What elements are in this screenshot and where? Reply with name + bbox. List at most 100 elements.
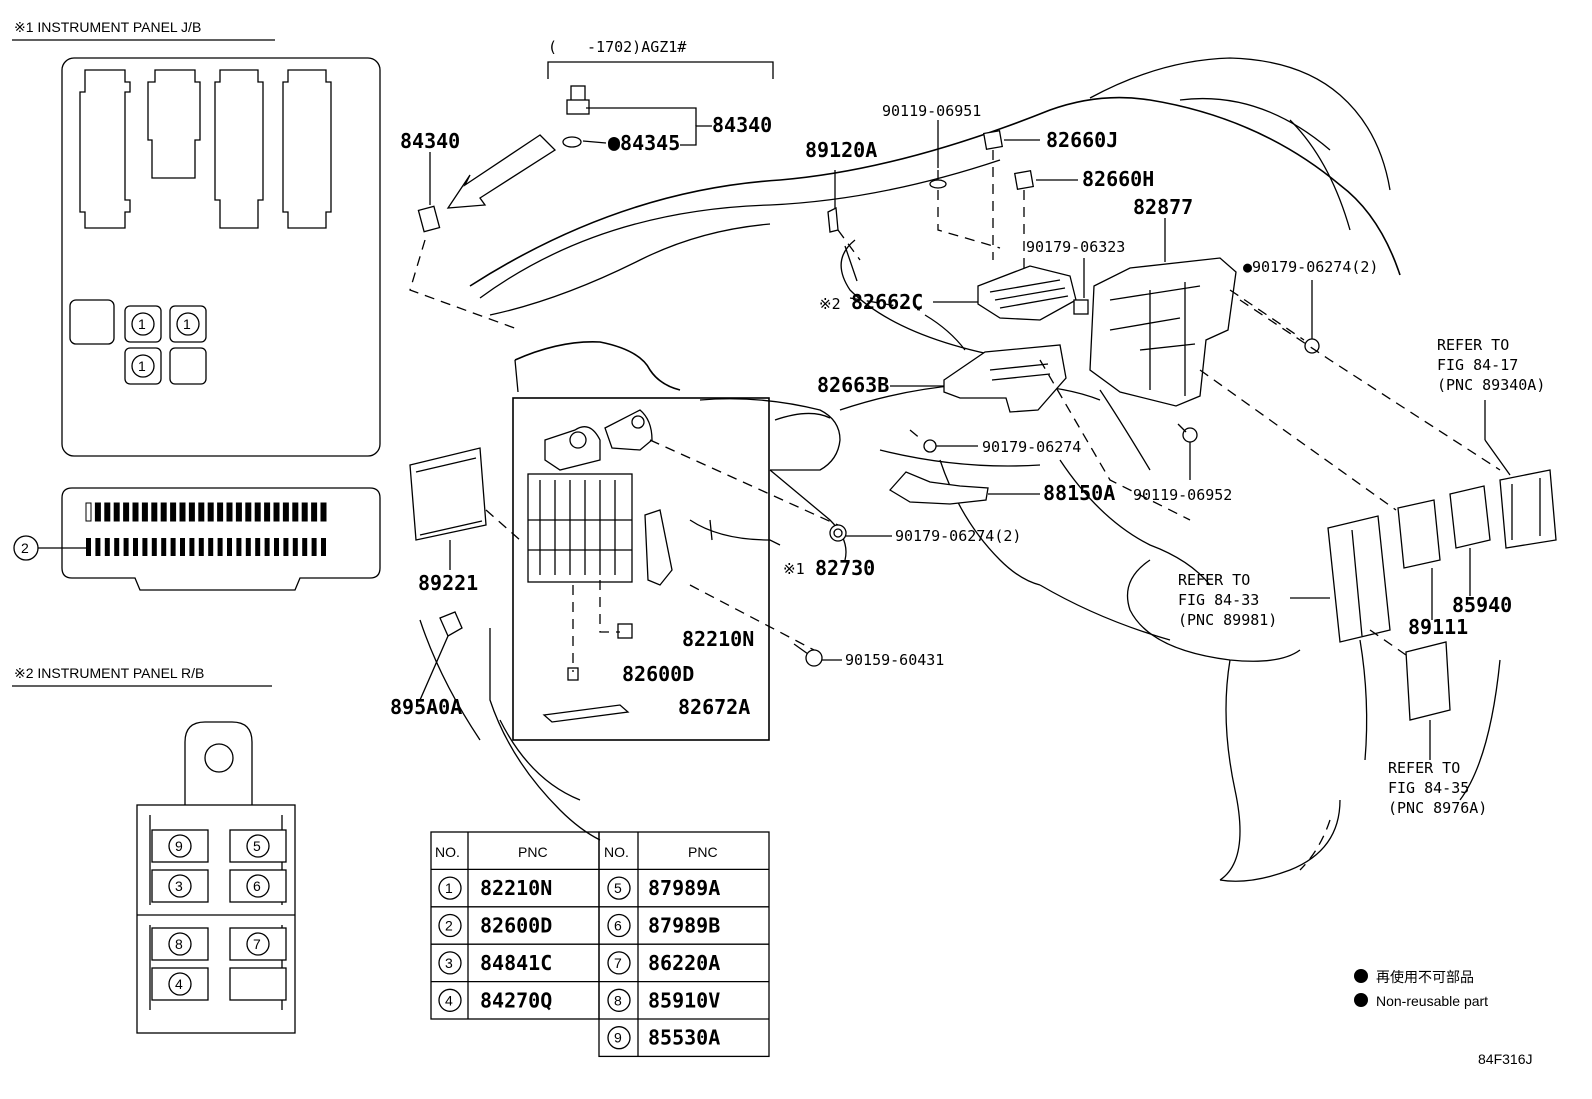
label-82600D: 82600D xyxy=(622,662,694,686)
svg-text:REFER TO: REFER TO xyxy=(1178,571,1250,589)
table-row-number-circle xyxy=(438,951,462,975)
jb-connector-pins xyxy=(85,502,327,556)
table-row-pnc: 82600D xyxy=(480,914,552,938)
table-row-number: 3 xyxy=(445,955,453,971)
rb-inset-title: ※2 INSTRUMENT PANEL R/B xyxy=(14,665,204,681)
part-82660H-clip xyxy=(1013,169,1035,191)
figure-id: 84F316J xyxy=(1478,1051,1532,1067)
label-82210N: 82210N xyxy=(682,627,754,651)
refer-fig-84-33: REFER TO FIG 84-33 (PNC 89981) xyxy=(1178,571,1277,629)
table-row-pnc: 84270Q xyxy=(480,988,552,1012)
label-90119-06952: 90119-06952 xyxy=(1133,486,1232,504)
rb-slot-number-circle xyxy=(168,834,192,858)
label-85940: 85940 xyxy=(1452,593,1512,617)
label-82663B: 82663B xyxy=(817,373,889,397)
mark-2: ※2 xyxy=(819,295,841,313)
part-85940-module xyxy=(1449,485,1491,549)
table-row-number: 2 xyxy=(445,918,453,934)
table-row-pnc: 85910V xyxy=(648,988,720,1012)
jb-exploded-frame xyxy=(512,397,770,741)
rb-slot-number: 7 xyxy=(253,936,261,952)
table-row-number-circle xyxy=(438,876,462,900)
svg-text:(PNC 8976A): (PNC 8976A) xyxy=(1388,799,1487,817)
part-89120A-clip xyxy=(827,206,839,233)
table-row-number-circle xyxy=(438,988,462,1012)
rb-slot-number-circle xyxy=(246,874,270,898)
label-82877: 82877 xyxy=(1133,195,1193,219)
rb-slot-number: 6 xyxy=(253,878,261,894)
serial-range-note: ( -1702)AGZ1# xyxy=(548,38,686,56)
label-84340-top: 84340 xyxy=(712,113,772,137)
part-82662C-block xyxy=(977,265,1077,321)
table-row-pnc: 86220A xyxy=(648,951,720,975)
rb-slot-number: 3 xyxy=(175,878,183,894)
detail-arrow xyxy=(446,134,557,209)
rb-slot-empty xyxy=(229,967,287,1001)
table-row-number-circle xyxy=(438,913,462,938)
label-895A0A: 895A0A xyxy=(390,695,462,719)
part-90119-06952-bolt xyxy=(1177,423,1198,443)
label-90179-06274-2: 90179-06274(2) xyxy=(895,527,1021,545)
table-row-pnc: 87989B xyxy=(648,914,720,938)
table-row-number-circle xyxy=(607,988,631,1012)
table-row-number-circle xyxy=(607,876,631,900)
part-84340-switch xyxy=(417,205,441,233)
label-82660J: 82660J xyxy=(1046,128,1118,152)
table-row-pnc: 84841C xyxy=(480,951,552,975)
legend: 再使用不可部品 Non-reusable part xyxy=(1354,969,1488,1009)
rb-slot-number-circle xyxy=(168,874,192,898)
refer-fig-84-35: REFER TO FIG 84-35 (PNC 8976A) xyxy=(1388,759,1487,817)
non-reusable-dot-icon xyxy=(1354,993,1368,1007)
label-88150A: 88150A xyxy=(1043,481,1115,505)
label-90159-60431: 90159-60431 xyxy=(845,651,944,669)
svg-text:FIG 84-17: FIG 84-17 xyxy=(1437,356,1518,374)
rb-slot-number: 8 xyxy=(175,936,183,952)
svg-text:(PNC 89340A): (PNC 89340A) xyxy=(1437,376,1545,394)
part-89981-module xyxy=(1327,515,1391,643)
jb-relay-sockets: 1 1 1 xyxy=(69,299,207,385)
table-row-number: 4 xyxy=(445,992,453,1008)
rb-slot-number-circle xyxy=(168,932,192,956)
part-90179-06274-nut-bottom xyxy=(829,524,847,542)
mark-1: ※1 xyxy=(783,560,805,578)
part-89340A-module xyxy=(1499,469,1557,549)
table-row-number: 8 xyxy=(614,992,622,1008)
label-82660H: 82660H xyxy=(1082,167,1154,191)
label-89111: 89111 xyxy=(1408,615,1468,639)
label-90179-06274-2-top: ●90179-06274(2) xyxy=(1243,258,1378,276)
label-90119-06951: 90119-06951 xyxy=(882,102,981,120)
table-row-number: 5 xyxy=(614,880,622,896)
dashboard-outline xyxy=(419,57,1501,882)
svg-text:REFER TO: REFER TO xyxy=(1388,759,1460,777)
table-row-number: 1 xyxy=(445,880,453,896)
label-84340-left: 84340 xyxy=(400,129,460,153)
rb-slot-number: 9 xyxy=(175,838,183,854)
svg-text:1: 1 xyxy=(138,316,146,332)
svg-text:(PNC 89981): (PNC 89981) xyxy=(1178,611,1277,629)
rb-slot-number-circle xyxy=(168,972,192,996)
table-row-number-circle xyxy=(607,913,631,938)
rb-slot-number-circle xyxy=(246,932,270,956)
part-82877-bracket xyxy=(1089,257,1237,407)
svg-text:1: 1 xyxy=(183,316,191,332)
part-90179-06274-nut-mid xyxy=(923,439,937,453)
table-row-number-circle xyxy=(607,1026,631,1050)
label-82662C: 82662C xyxy=(851,290,923,314)
rb-slot-number: 5 xyxy=(253,838,261,854)
label-82672A: 82672A xyxy=(678,695,750,719)
legend-en: Non-reusable part xyxy=(1376,993,1488,1009)
label-90179-06274: 90179-06274 xyxy=(982,438,1081,456)
callout-labels: ( -1702)AGZ1# 84340 ●84345 84340 89120A … xyxy=(390,38,1512,719)
svg-text:1: 1 xyxy=(138,358,146,374)
part-82660J-clip xyxy=(982,129,1004,151)
label-89120A: 89120A xyxy=(805,138,877,162)
table-row-number: 6 xyxy=(614,918,622,934)
part-89111-module xyxy=(1397,499,1441,569)
svg-text:REFER TO: REFER TO xyxy=(1437,336,1509,354)
table-row-number: 7 xyxy=(614,955,622,971)
part-895A0A-clip xyxy=(439,611,463,637)
label-84345: ●84345 xyxy=(608,131,680,155)
part-90159-60431-bolt xyxy=(793,643,823,667)
